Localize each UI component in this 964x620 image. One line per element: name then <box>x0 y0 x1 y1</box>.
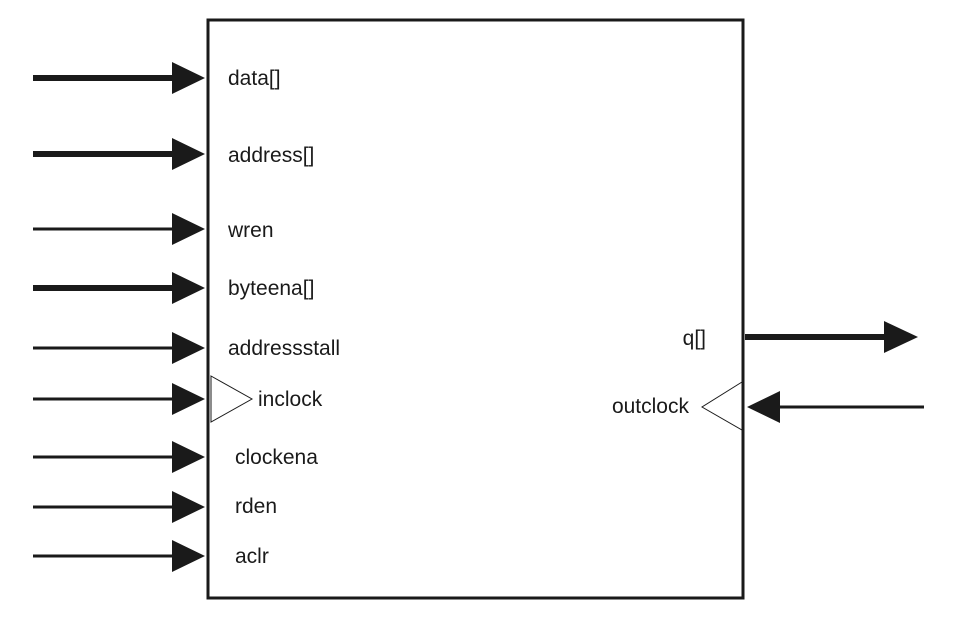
port-label: clockena <box>235 446 318 469</box>
arrow-head-icon <box>172 441 205 473</box>
arrow-head-icon <box>172 383 205 415</box>
ram-block <box>206 18 745 600</box>
arrow-head-icon <box>884 321 918 353</box>
clock-triangle-icon <box>210 375 254 423</box>
port-wren: wren <box>33 213 274 245</box>
port-label: outclock <box>612 395 690 418</box>
arrow-head-icon <box>172 213 205 245</box>
port-label: data[] <box>228 67 281 90</box>
port-label: address[] <box>228 144 314 167</box>
port-inclock: inclock <box>33 375 323 423</box>
port-label: q[] <box>683 327 706 350</box>
arrow-head-icon <box>172 540 205 572</box>
arrow-head-icon <box>172 332 205 364</box>
port-aclr: aclr <box>33 540 269 572</box>
port-label: addressstall <box>228 337 340 360</box>
arrow-head-icon <box>172 272 205 304</box>
port-clockena: clockena <box>33 441 318 473</box>
arrow-head-icon <box>172 491 205 523</box>
port-label: wren <box>227 219 274 242</box>
port-label: inclock <box>258 388 323 411</box>
port-address: address[] <box>33 138 314 170</box>
port-rden: rden <box>33 491 277 523</box>
port-outclock: outclock <box>612 381 924 431</box>
port-data: data[] <box>33 62 281 94</box>
port-label: byteena[] <box>228 277 314 300</box>
arrow-head-icon <box>172 138 205 170</box>
port-label: aclr <box>235 545 269 568</box>
clock-triangle-icon <box>701 381 743 431</box>
port-addressstall: addressstall <box>33 332 340 364</box>
port-byteena: byteena[] <box>33 272 314 304</box>
arrow-head-icon <box>172 62 205 94</box>
arrow-head-icon <box>747 391 780 423</box>
port-q: q[] <box>683 321 918 353</box>
port-label: rden <box>235 495 277 518</box>
